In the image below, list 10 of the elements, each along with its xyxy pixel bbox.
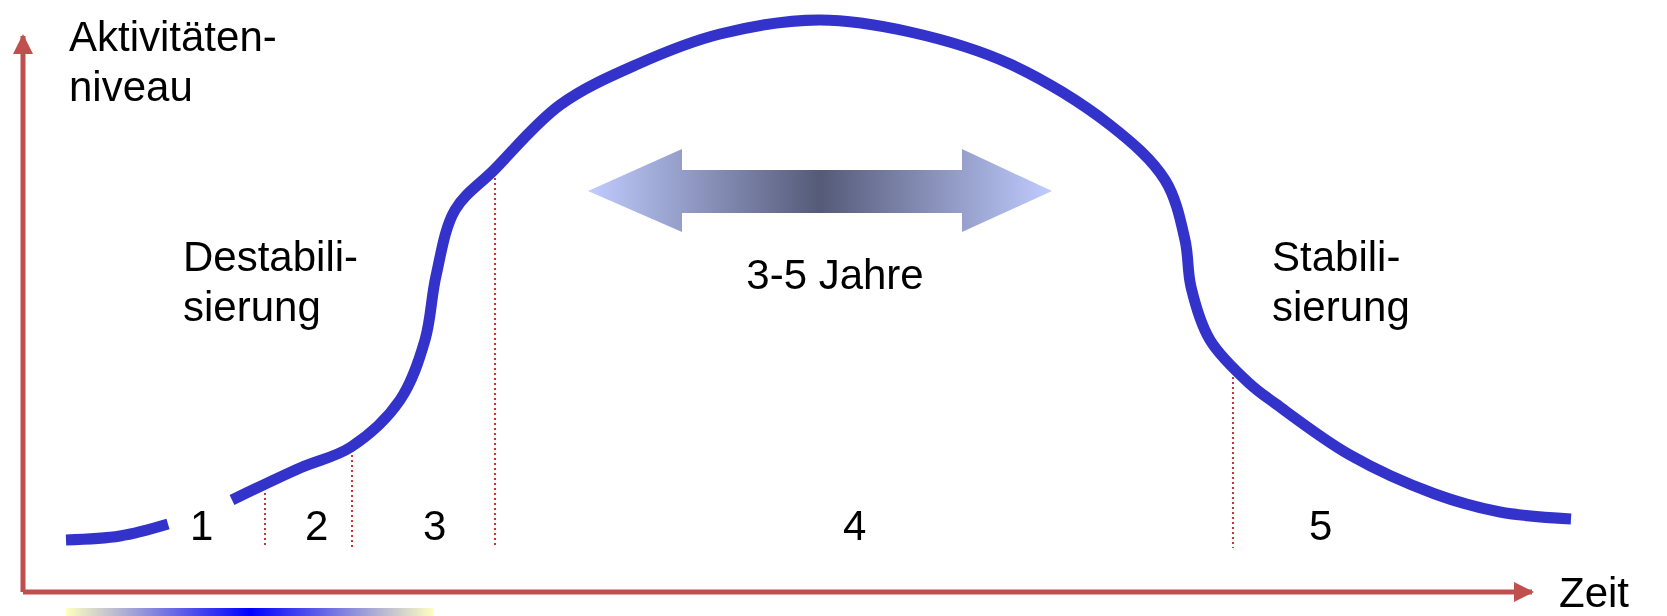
phase-label: Destabili- sierung — [183, 232, 360, 332]
axis-label: Aktivitäten- niveau — [69, 12, 278, 112]
phase-number: 5 — [1309, 501, 1334, 551]
phase-label: Stabili- sierung — [1272, 232, 1411, 332]
axis-label: Zeit — [1559, 568, 1630, 616]
phase-number: 4 — [843, 501, 868, 551]
phase-number: 1 — [190, 501, 215, 551]
duration-label: 3-5 Jahre — [745, 250, 925, 300]
phase-number: 2 — [305, 501, 330, 551]
phase-number: 3 — [423, 501, 448, 551]
